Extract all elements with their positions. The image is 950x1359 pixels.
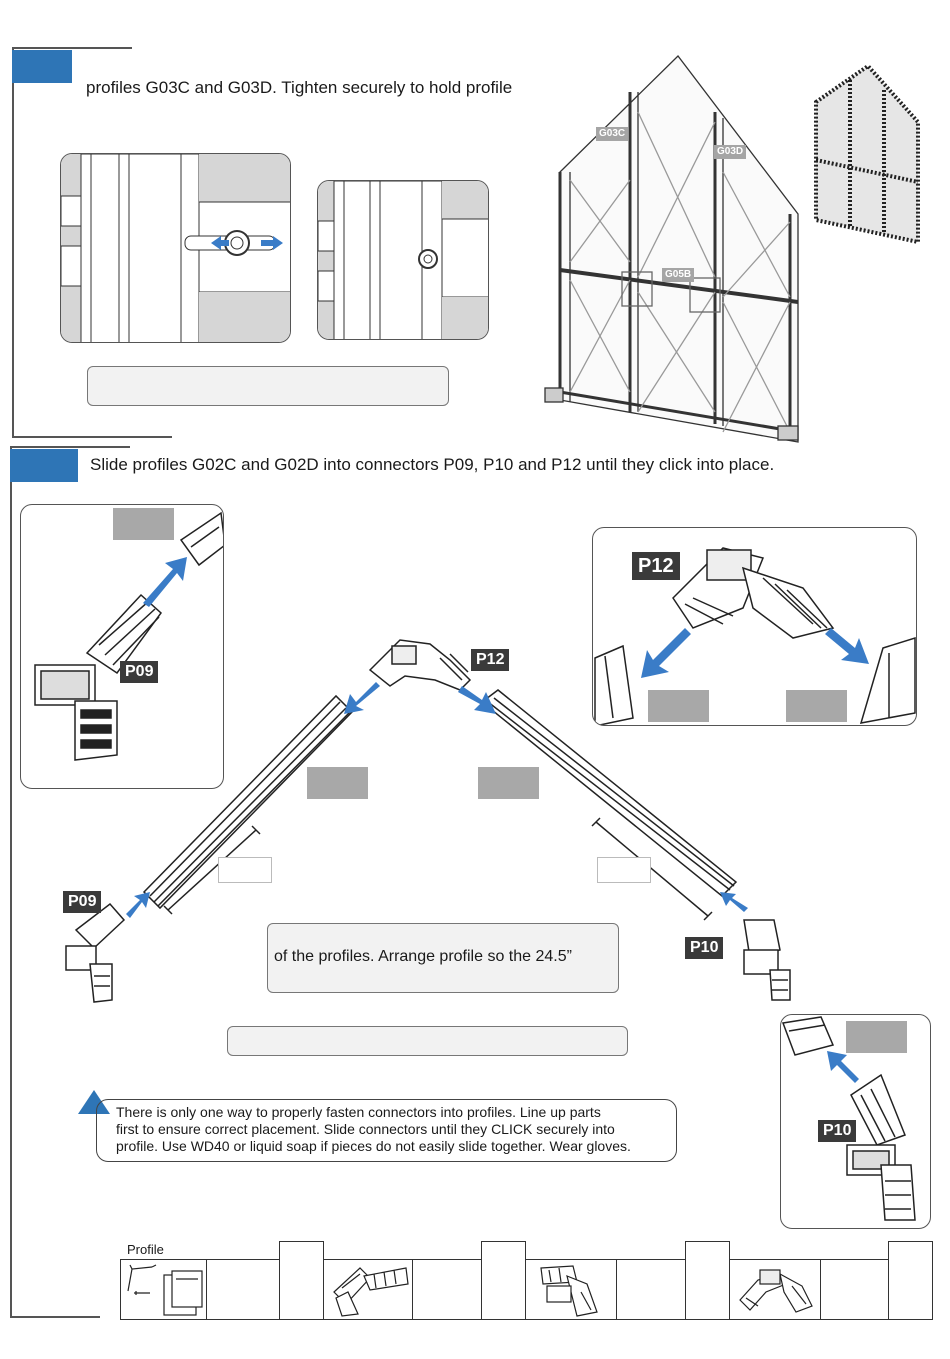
step2-frame-top bbox=[10, 446, 130, 448]
table-divider-2 bbox=[412, 1259, 413, 1320]
step2-note-text: of the profiles. Arrange profile so the … bbox=[274, 948, 572, 965]
step2-frame-left bbox=[10, 446, 12, 1318]
label-p10: P10 bbox=[685, 937, 724, 959]
step1-note-box bbox=[87, 366, 449, 406]
step1-instruction: profiles G03C and G03D. Tighten securely… bbox=[86, 78, 513, 97]
p12-connector-drawing bbox=[594, 547, 916, 725]
warning-box bbox=[96, 1099, 677, 1162]
right-dimension-tag bbox=[597, 857, 651, 883]
step1-frame-bottom bbox=[12, 436, 172, 438]
label-p12-detail: P12 bbox=[632, 552, 680, 580]
warning-line-2: first to ensure correct placement. Slide… bbox=[116, 1121, 615, 1137]
step2-empty-note-box bbox=[227, 1026, 628, 1056]
right-profile-part-tag bbox=[478, 767, 539, 799]
frame-overview-icon bbox=[814, 63, 920, 245]
qty-box-4 bbox=[888, 1241, 933, 1320]
connector-part-icon-1 bbox=[333, 1267, 409, 1317]
step2-frame-bottom bbox=[10, 1316, 100, 1318]
connector-part-icon-2 bbox=[540, 1265, 598, 1317]
profile-part-icon bbox=[127, 1264, 203, 1316]
p09-detail-part-tag bbox=[113, 508, 174, 540]
p09-connector-drawing bbox=[34, 511, 223, 761]
left-dimension-tag bbox=[218, 857, 272, 883]
step1-detail-panel-right bbox=[317, 180, 489, 340]
profile-bolt-detail-right bbox=[318, 181, 488, 339]
step1-detail-panel-left bbox=[60, 153, 291, 343]
p10-connector-drawing bbox=[781, 1016, 916, 1221]
step1-frame-top bbox=[12, 47, 132, 49]
step2-note-box: of the profiles. Arrange profile so the … bbox=[267, 923, 619, 993]
warning-line-1: There is only one way to properly fasten… bbox=[116, 1104, 601, 1120]
left-profile-part-tag bbox=[307, 767, 368, 799]
label-p12: P12 bbox=[471, 649, 510, 671]
parts-table-header: Profile bbox=[127, 1242, 164, 1257]
label-g05b: G05B bbox=[662, 268, 695, 282]
step1-frame-left bbox=[12, 47, 14, 437]
p12-detail-part-tag-right bbox=[786, 690, 847, 722]
warning-line-3: profile. Use WD40 or liquid soap if piec… bbox=[116, 1138, 631, 1154]
step2-number-tab bbox=[10, 449, 78, 482]
label-p09-detail: P09 bbox=[120, 661, 159, 683]
qty-box-2 bbox=[481, 1241, 526, 1320]
table-divider-1 bbox=[206, 1259, 207, 1320]
label-p10-detail: P10 bbox=[818, 1120, 857, 1142]
qty-box-3 bbox=[685, 1241, 730, 1320]
label-p09: P09 bbox=[63, 891, 102, 913]
connector-part-icon-3 bbox=[739, 1269, 813, 1313]
step2-instruction: Slide profiles G02C and G02D into connec… bbox=[90, 455, 775, 474]
qty-box-1 bbox=[279, 1241, 324, 1320]
door-frame-illustration bbox=[544, 55, 799, 443]
p09-detail-panel bbox=[20, 504, 224, 789]
p10-detail-part-tag bbox=[846, 1021, 907, 1053]
label-g03d: G03D bbox=[714, 145, 747, 159]
roof-profiles-assembly bbox=[65, 639, 791, 1003]
p12-detail-part-tag-left bbox=[648, 690, 709, 722]
table-divider-4 bbox=[820, 1259, 821, 1320]
step1-number-tab bbox=[12, 50, 72, 83]
table-divider-3 bbox=[616, 1259, 617, 1320]
label-g03c: G03C bbox=[596, 127, 629, 141]
profile-bolt-detail-left bbox=[61, 154, 290, 342]
